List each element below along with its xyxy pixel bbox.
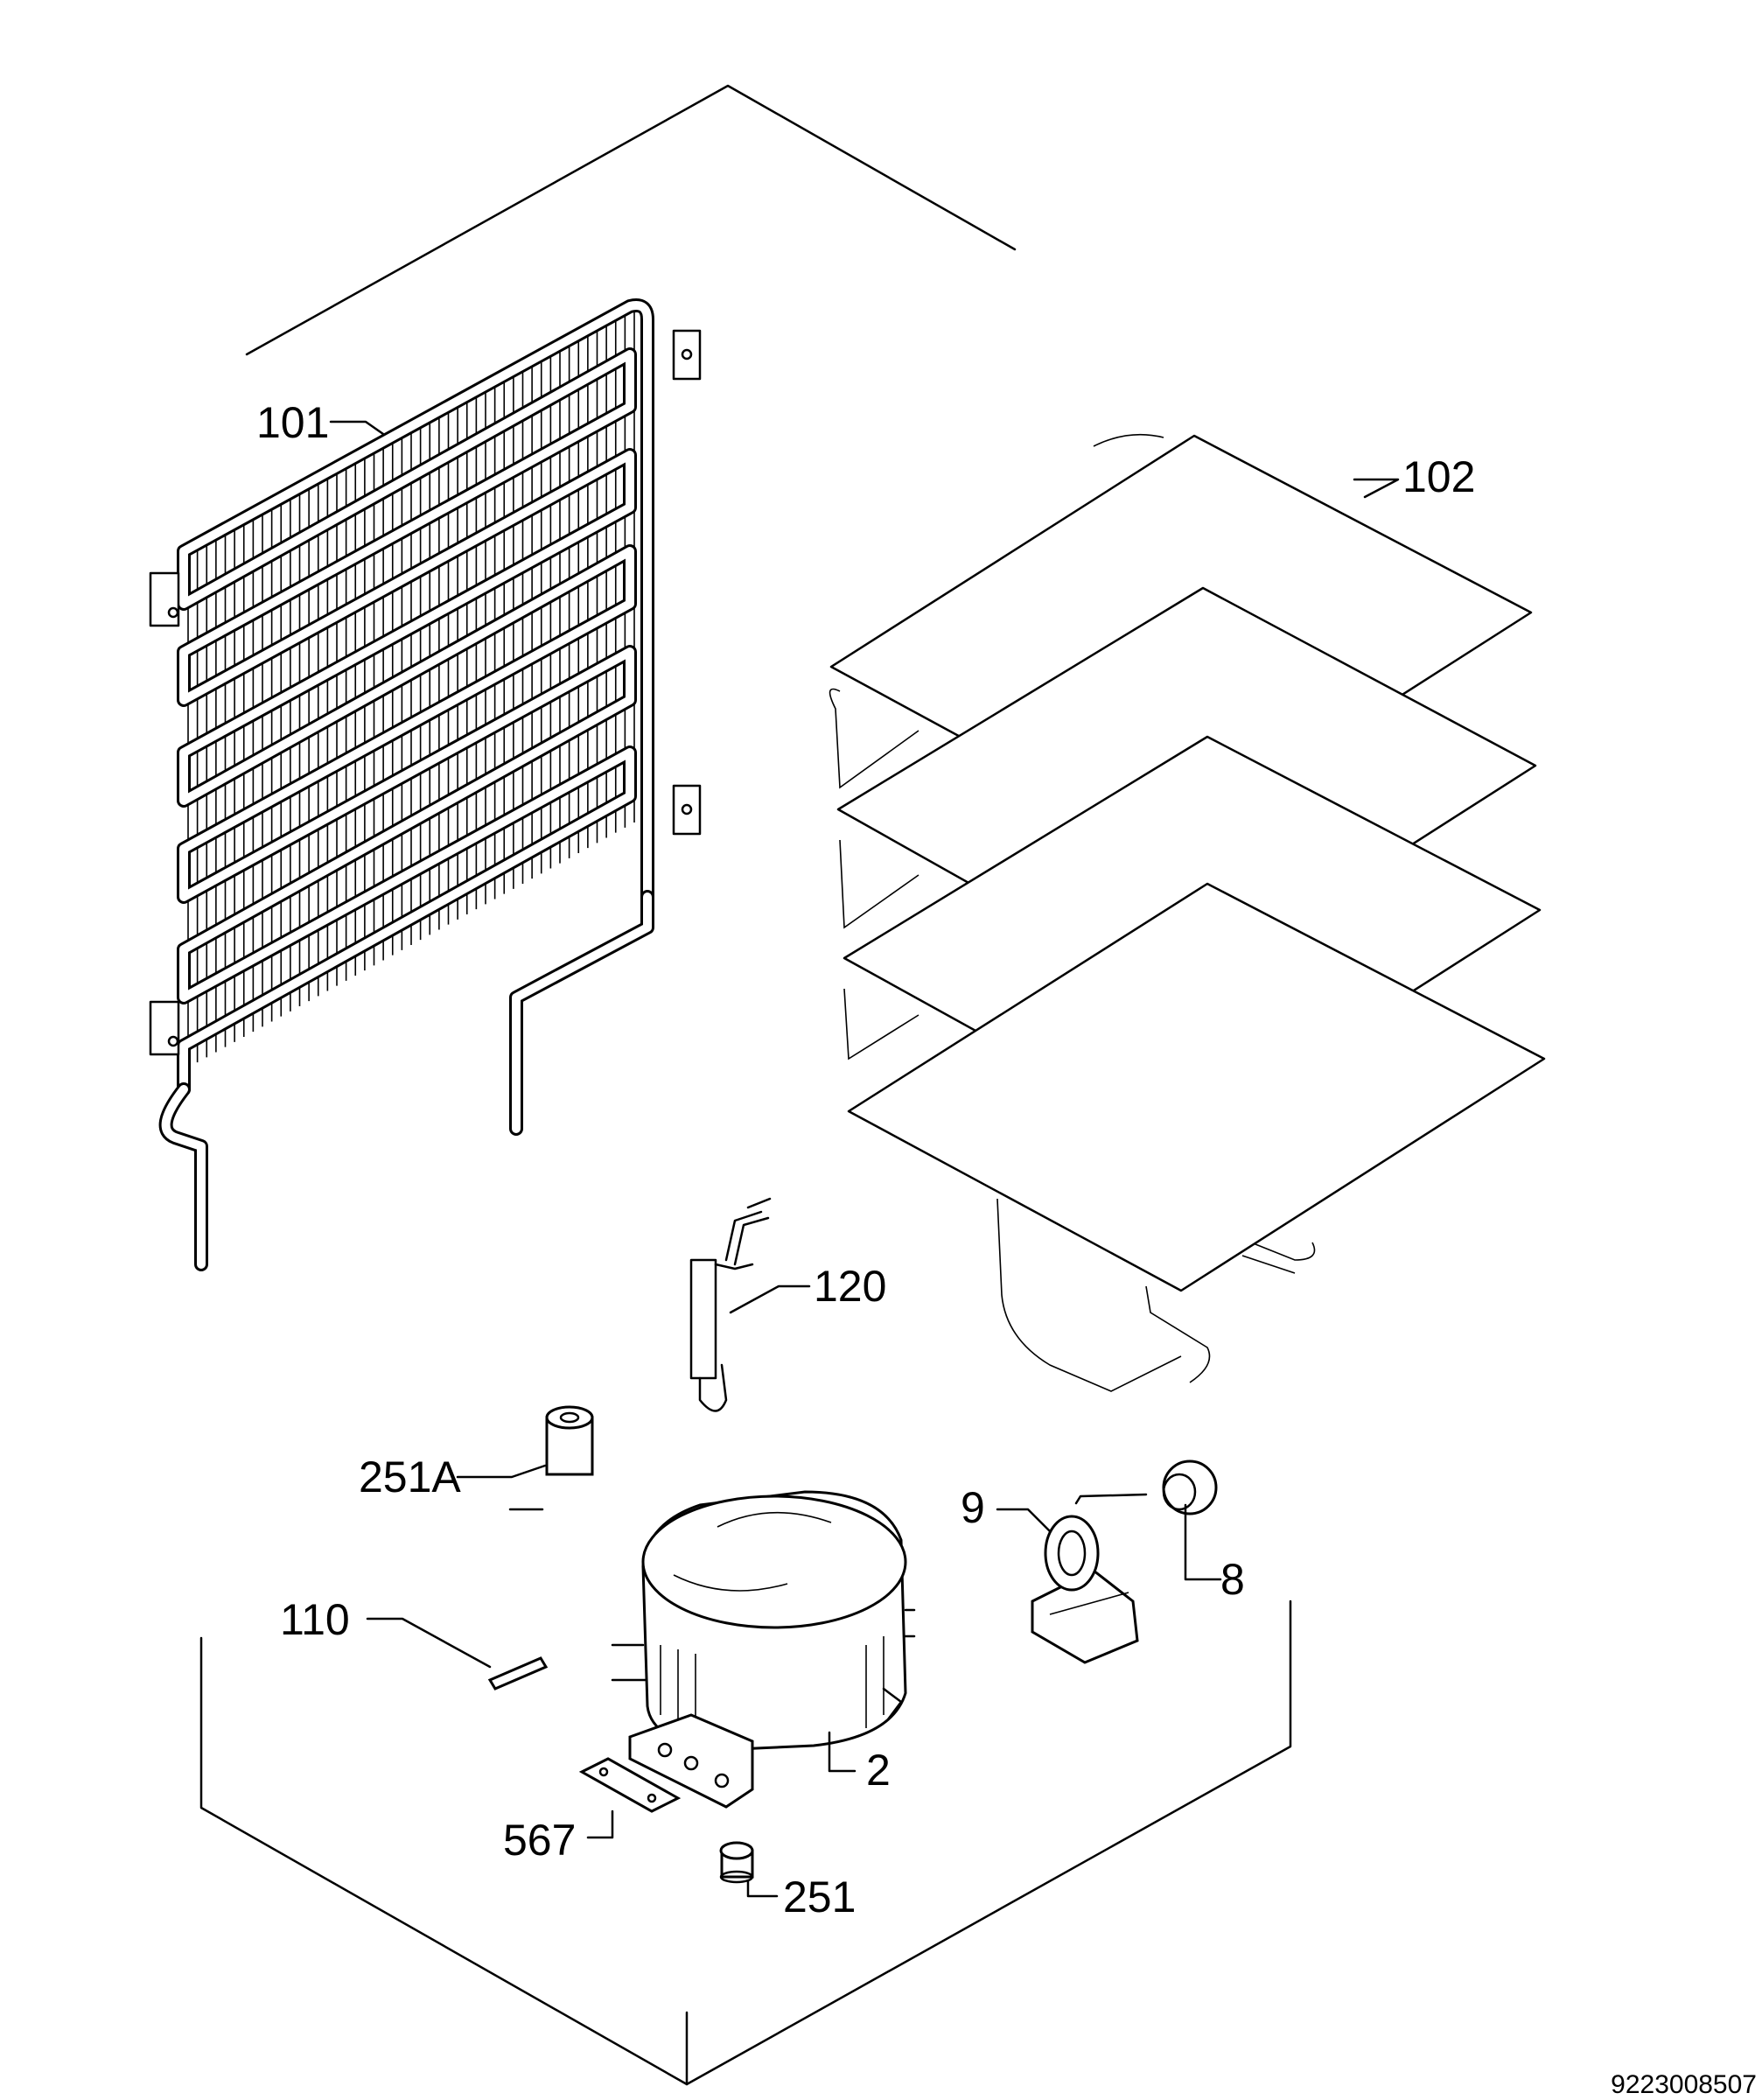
label-120: 120 [814, 1262, 886, 1311]
label-251a: 251A [359, 1452, 461, 1502]
grommet [719, 1841, 754, 1884]
part-labels: 101 102 120 251A 9 8 110 2 567 251 92230… [256, 398, 1757, 2099]
cabinet-outline [199, 84, 1292, 2086]
starter-relay [1031, 1515, 1139, 1664]
overload-protector [1074, 1460, 1218, 1516]
label-9: 9 [961, 1483, 985, 1532]
pin [487, 1656, 549, 1690]
label-102: 102 [1402, 452, 1475, 501]
leader-lines [329, 420, 1400, 1898]
label-567: 567 [503, 1816, 576, 1865]
label-8: 8 [1220, 1555, 1245, 1604]
label-110: 110 [280, 1595, 350, 1644]
label-101: 101 [256, 398, 329, 447]
filter-drier [689, 1197, 772, 1412]
condenser-coil [149, 298, 702, 1271]
grommet-a [545, 1405, 594, 1476]
label-251: 251 [783, 1872, 856, 1922]
compressor [611, 1490, 916, 1809]
label-2: 2 [866, 1746, 891, 1795]
wire-shelves [829, 433, 1546, 1392]
drawing-code: 9223008507 [1611, 2070, 1757, 2099]
mounting-bracket [578, 1757, 682, 1813]
